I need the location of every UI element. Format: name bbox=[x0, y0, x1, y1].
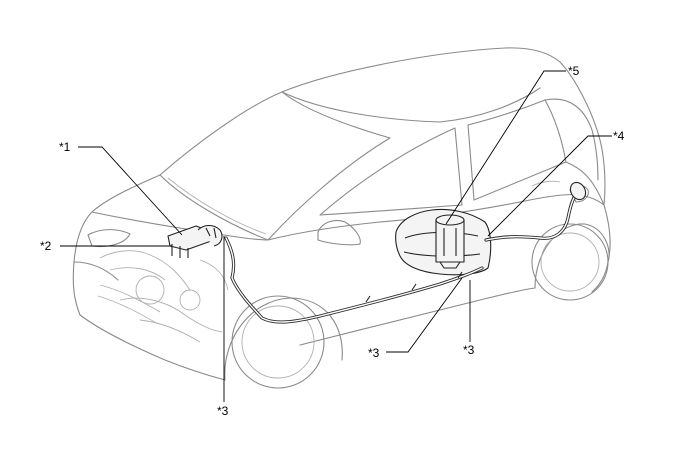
fuel-lines bbox=[224, 236, 484, 324]
rear-wheel bbox=[531, 223, 610, 301]
vehicle-body-outline bbox=[72, 47, 611, 381]
callout-3-label-middle: *3 bbox=[368, 346, 380, 360]
fuel-pump-module bbox=[435, 219, 465, 263]
callout-3-label-left: *3 bbox=[217, 404, 229, 418]
callout-1-label: *1 bbox=[59, 140, 71, 154]
callout-3-label-right: *3 bbox=[463, 343, 475, 357]
callout-5-label: *5 bbox=[568, 64, 580, 78]
front-wheel bbox=[224, 295, 343, 389]
callout-4-label: *4 bbox=[613, 129, 625, 143]
fuel-filler-pipe bbox=[484, 181, 587, 242]
fuel-rail-assembly bbox=[167, 224, 223, 258]
fuel-tank bbox=[395, 208, 492, 276]
engine-compartment bbox=[99, 250, 229, 343]
leader-lines bbox=[60, 70, 612, 402]
callout-2-label: *2 bbox=[40, 239, 52, 253]
